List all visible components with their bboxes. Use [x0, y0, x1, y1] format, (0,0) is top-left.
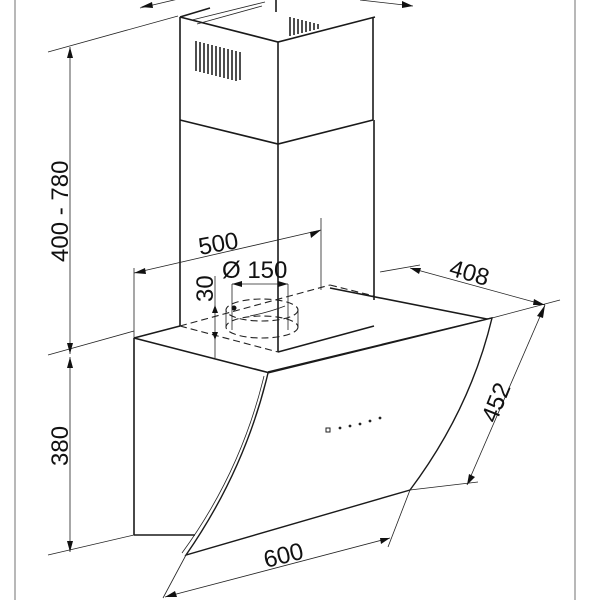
duct-diameter-label: Ø 150: [222, 257, 287, 284]
dimension-body-height: 380: [47, 357, 135, 556]
dimension-chimney-height: 400 - 780: [47, 15, 179, 356]
chimney-width-label: 500: [196, 227, 240, 261]
depth-label: 408: [446, 255, 492, 292]
glass-panel: [181, 317, 493, 557]
control-panel: [325, 416, 382, 433]
control-button-power-icon: [325, 427, 331, 433]
control-button-icon: [368, 419, 372, 423]
vent-slots-right: [289, 17, 319, 36]
duct-collar: [225, 298, 299, 339]
chimney-lower-section: [179, 119, 375, 353]
vent-slots-left: [195, 41, 241, 81]
dimension-top-width: [139, 0, 414, 9]
dimension-depth: 408: [379, 255, 561, 319]
duct-offset-label: 30: [192, 275, 219, 302]
dimension-duct-diameter: Ø 150: [222, 257, 289, 330]
dimension-duct-offset: 30: [192, 275, 219, 358]
control-button-icon: [348, 424, 352, 428]
control-button-icon: [358, 422, 362, 426]
drawing-frame: [14, 0, 576, 600]
width-label: 600: [261, 538, 306, 574]
control-button-icon: [338, 426, 342, 430]
control-button-icon: [378, 416, 382, 420]
chimney-height-label: 400 - 780: [47, 161, 74, 262]
glass-height-label: 452: [477, 379, 517, 426]
body-height-label: 380: [47, 426, 74, 466]
chimney-upper-section: [179, 0, 376, 144]
